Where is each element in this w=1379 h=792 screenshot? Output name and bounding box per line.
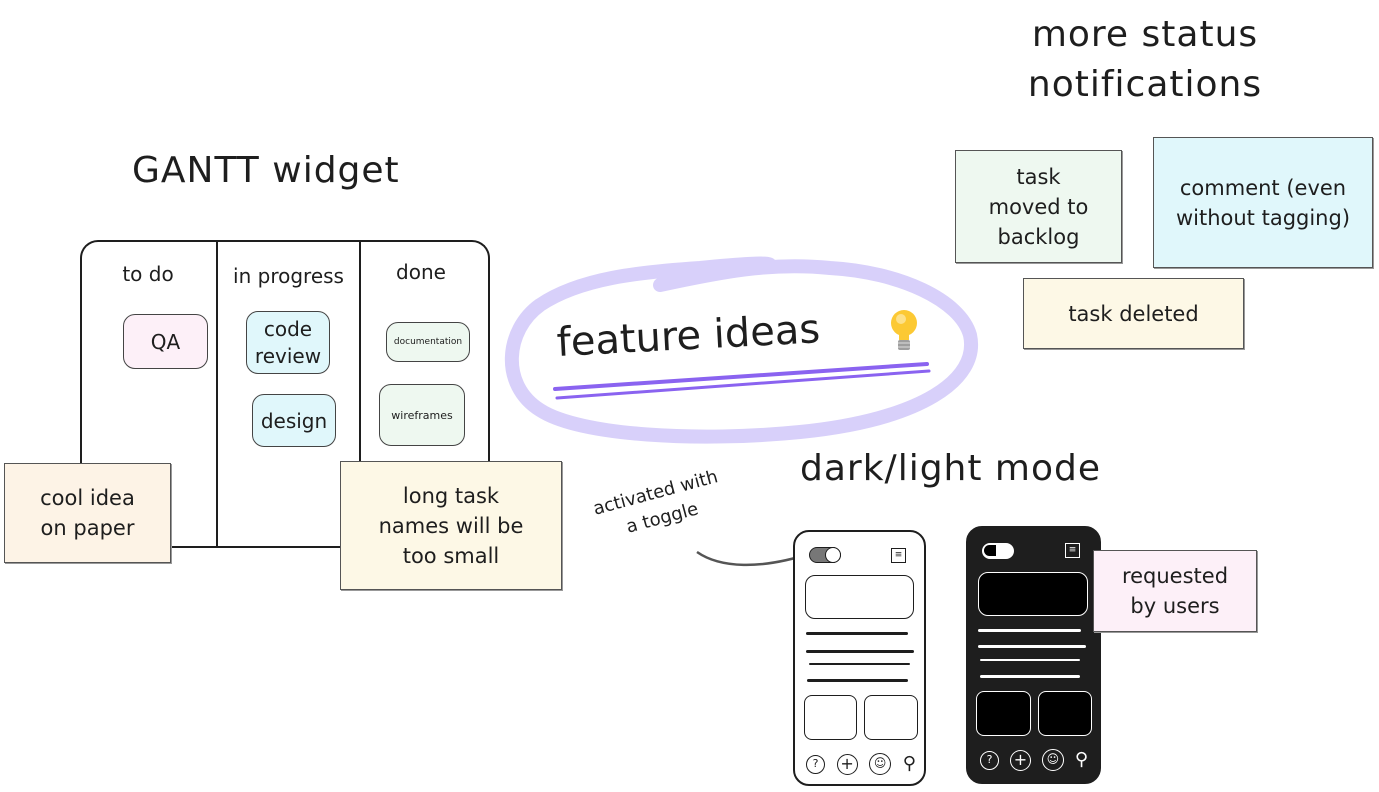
search-icon[interactable]: ⚲ (902, 753, 916, 774)
task-card-label: design (260, 408, 328, 433)
text-line (978, 645, 1086, 648)
sticky-note-cool-idea[interactable]: cool idea on paper (4, 463, 171, 563)
help-icon[interactable]: ? (980, 750, 999, 770)
task-card-qa[interactable]: QA (123, 314, 208, 369)
task-card-label: wireframes (391, 408, 453, 422)
text-line (809, 663, 910, 665)
sticky-note-label: long task names will be too small (378, 483, 524, 568)
sticky-note-requested-by-users[interactable]: requested by users (1093, 550, 1257, 632)
hero-placeholder (978, 572, 1088, 616)
menu-icon[interactable]: ≡ (1065, 543, 1080, 558)
column-header-todo: to do (122, 262, 174, 286)
status-title: more status notifications (1000, 10, 1290, 110)
column-header-in-progress: in progress (233, 264, 344, 288)
gantt-board (80, 240, 490, 547)
tile-placeholder (804, 695, 857, 740)
sticky-note-task-moved[interactable]: task moved to backlog (955, 150, 1122, 263)
gantt-bottom-line (80, 546, 490, 548)
text-line (980, 659, 1080, 661)
toggle-knob (825, 547, 841, 563)
underline-stroke (553, 362, 929, 391)
bottom-nav: ? + ☺ ⚲ (980, 748, 1088, 772)
text-line (806, 632, 908, 635)
mode-title: dark/light mode (800, 448, 1102, 489)
text-line (807, 679, 908, 682)
gantt-title: GANTT widget (132, 150, 400, 191)
gantt-divider (216, 242, 218, 548)
sticky-note-label: cool idea on paper (40, 486, 135, 540)
task-card-label: code review (254, 316, 322, 368)
plus-icon[interactable]: + (1009, 749, 1031, 771)
sticky-note-label: requested by users (1121, 564, 1229, 618)
sticky-note-comment[interactable]: comment (even without tagging) (1153, 137, 1373, 268)
sticky-note-task-deleted[interactable]: task deleted (1023, 278, 1244, 349)
theme-toggle[interactable] (982, 543, 1014, 559)
sticky-note-label: task moved to backlog (988, 164, 1089, 249)
lightbulb-icon (891, 310, 917, 350)
tile-placeholder (864, 695, 918, 740)
task-card-label: documentation (393, 337, 463, 347)
column-header-done: done (396, 260, 446, 284)
circle-stroke (504, 256, 979, 444)
toggle-knob (984, 545, 996, 556)
sticky-note-label: task deleted (1068, 301, 1199, 326)
user-icon[interactable]: ☺ (1041, 749, 1064, 771)
task-card-design[interactable]: design (252, 394, 336, 447)
menu-icon[interactable]: ≡ (891, 548, 906, 563)
task-card-documentation[interactable]: documentation (386, 322, 470, 362)
user-icon[interactable]: ☺ (869, 753, 892, 775)
phone-dark: ≡ ? + ☺ ⚲ (966, 526, 1101, 784)
tile-placeholder (1038, 691, 1092, 736)
status-title-line: notifications (1027, 64, 1263, 105)
phone-light: ≡ ? + ☺ ⚲ (793, 530, 926, 786)
text-line (980, 675, 1080, 678)
text-line (806, 650, 914, 653)
theme-toggle[interactable] (809, 547, 841, 563)
plus-icon[interactable]: + (836, 753, 858, 775)
tile-placeholder (976, 691, 1031, 736)
text-line (978, 629, 1081, 632)
status-title-line: more status (1031, 14, 1259, 55)
sticky-note-label: comment (even without tagging) (1175, 175, 1351, 230)
help-icon[interactable]: ? (806, 754, 825, 774)
hero-placeholder (805, 575, 914, 619)
task-card-wireframes[interactable]: wireframes (379, 384, 465, 446)
task-card-code-review[interactable]: code review (246, 311, 330, 374)
gantt-divider (359, 242, 361, 548)
underline-stroke (555, 369, 931, 400)
sticky-note-long-task-names[interactable]: long task names will be too small (340, 461, 562, 590)
bottom-nav: ? + ☺ ⚲ (806, 752, 916, 776)
task-card-label: QA (150, 329, 181, 354)
search-icon[interactable]: ⚲ (1074, 749, 1088, 770)
